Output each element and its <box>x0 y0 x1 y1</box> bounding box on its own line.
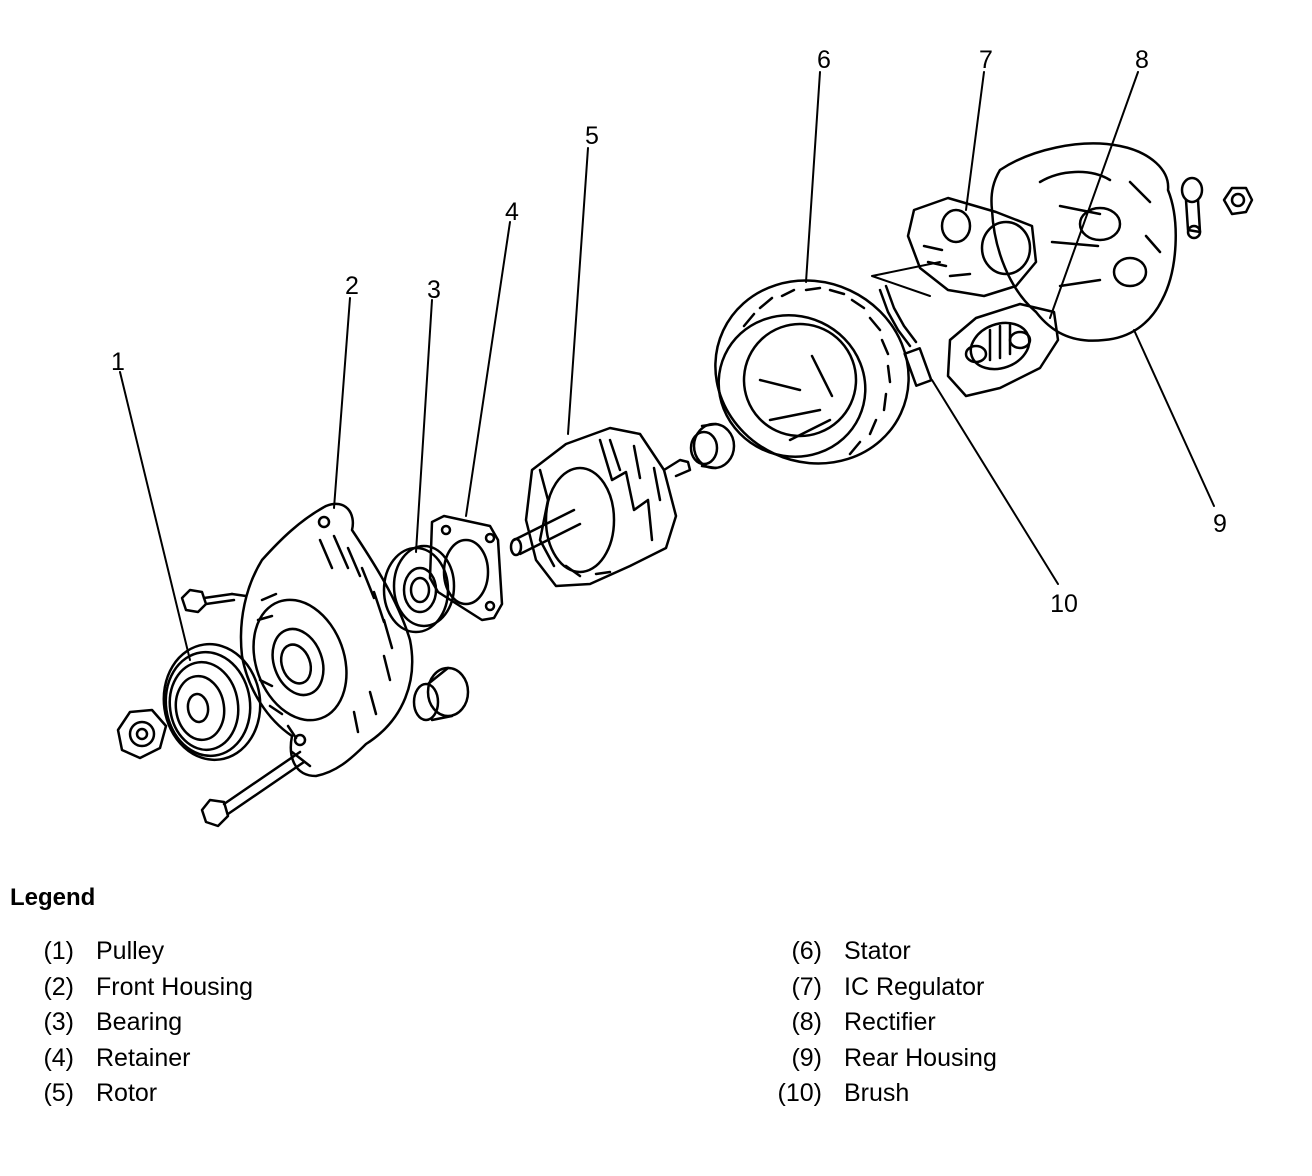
legend-item-number: (9) <box>791 1043 822 1072</box>
legend-title: Legend <box>10 884 96 911</box>
legend-item-number: (10) <box>777 1079 822 1107</box>
callout-3: 3 <box>427 276 441 304</box>
bearing-part <box>382 544 456 634</box>
legend-item-number: (5) <box>43 1079 74 1107</box>
legend-item-number: (6) <box>791 937 822 965</box>
callout-4: 4 <box>505 198 519 226</box>
ic-regulator-part <box>906 196 1038 298</box>
leader-line-8 <box>1049 71 1139 319</box>
alternator-exploded-view: 1 2 3 4 5 6 7 8 9 10 <box>111 46 1254 828</box>
rear-bearing-part <box>689 422 736 470</box>
leader-line-2 <box>333 297 351 509</box>
legend-item-number: (4) <box>43 1043 74 1072</box>
legend-item-label: IC Regulator <box>844 972 985 1001</box>
leader-line-7 <box>965 71 985 211</box>
leader-line-4 <box>465 221 511 517</box>
leader-line-1 <box>119 371 191 661</box>
legend-item-number: (3) <box>43 1008 74 1036</box>
terminal-part <box>1180 176 1204 240</box>
legend-item-label: Front Housing <box>96 972 254 1001</box>
terminal-nut-part <box>1222 186 1254 216</box>
leader-line-6 <box>805 71 821 283</box>
leader-line-10 <box>931 379 1059 585</box>
legend-item-number: (7) <box>791 972 822 1001</box>
bushing-part <box>412 666 470 722</box>
callout-6: 6 <box>817 46 831 74</box>
legend-item-number: (1) <box>43 937 74 965</box>
callout-8: 8 <box>1135 46 1149 74</box>
legend-item-label: Stator <box>844 937 911 965</box>
leader-line-9 <box>1133 329 1215 507</box>
callout-10: 10 <box>1050 590 1078 618</box>
retainer-part <box>428 514 504 622</box>
callout-2: 2 <box>345 272 359 300</box>
mounting-bolt-small-part <box>180 588 248 614</box>
legend-item-label: Bearing <box>96 1008 183 1036</box>
stator-part <box>714 279 910 465</box>
callout-1: 1 <box>111 348 125 376</box>
pulley-part <box>162 642 262 762</box>
through-bolt-part <box>200 750 312 828</box>
callout-7: 7 <box>979 46 993 74</box>
rectifier-part <box>946 302 1060 398</box>
legend-item-label: Rectifier <box>844 1008 936 1036</box>
legend-item-label: Pulley <box>96 937 165 965</box>
callout-5: 5 <box>585 122 599 150</box>
leader-lines <box>119 71 1215 661</box>
front-housing-part <box>239 502 414 778</box>
callout-9: 9 <box>1213 510 1227 538</box>
brush-pointer-line <box>871 261 941 297</box>
legend-item-number: (8) <box>791 1008 822 1036</box>
legend-item-label: Retainer <box>96 1043 191 1072</box>
legend-item-label: Brush <box>844 1079 910 1107</box>
leader-line-3 <box>415 299 433 553</box>
legend-item-number: (2) <box>43 972 74 1001</box>
pulley-nut-part <box>116 708 168 760</box>
legend-item-label: Rotor <box>96 1079 158 1107</box>
leader-line-5 <box>567 147 589 435</box>
brush-part <box>878 284 933 387</box>
legend-item-label: Rear Housing <box>844 1043 997 1072</box>
rotor-part <box>509 426 692 588</box>
rear-housing-part <box>990 142 1177 342</box>
